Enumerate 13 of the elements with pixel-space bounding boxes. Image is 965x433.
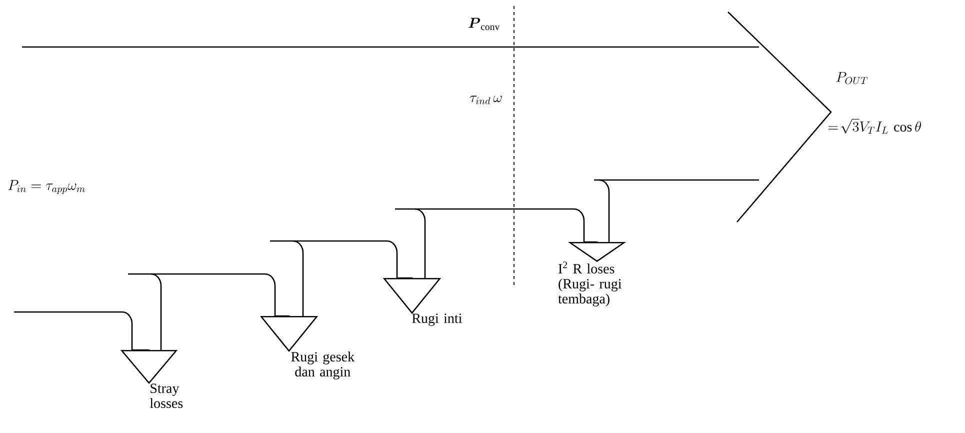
loss-label: I$^{2}$ R loses (Rugi- rugi tembaga) (558, 262, 622, 306)
loss-label: Stray losses (150, 384, 183, 408)
formula-label: $\tau_{ind}\,\omega$ (470, 96, 502, 104)
loss-arrow (394, 179, 626, 262)
formula-label: $P_{OUT}$ (836, 72, 868, 84)
loss-arrow (13, 273, 178, 384)
formula-label: $\boldsymbol{P}_{\mathrm{conv}}$ (468, 18, 500, 30)
formula-label: $=\!\sqrt{3}V_{T}I_{L}\,\cos\theta$ (828, 118, 921, 134)
loss-arrow (127, 240, 318, 352)
formula-label: $P_{in}=\tau_{app}\omega_{m}$ (8, 180, 85, 194)
loss-label: Rugi gesek dan angin (291, 352, 355, 380)
loss-label: Rugi inti (412, 314, 462, 326)
loss-arrow (269, 208, 442, 314)
